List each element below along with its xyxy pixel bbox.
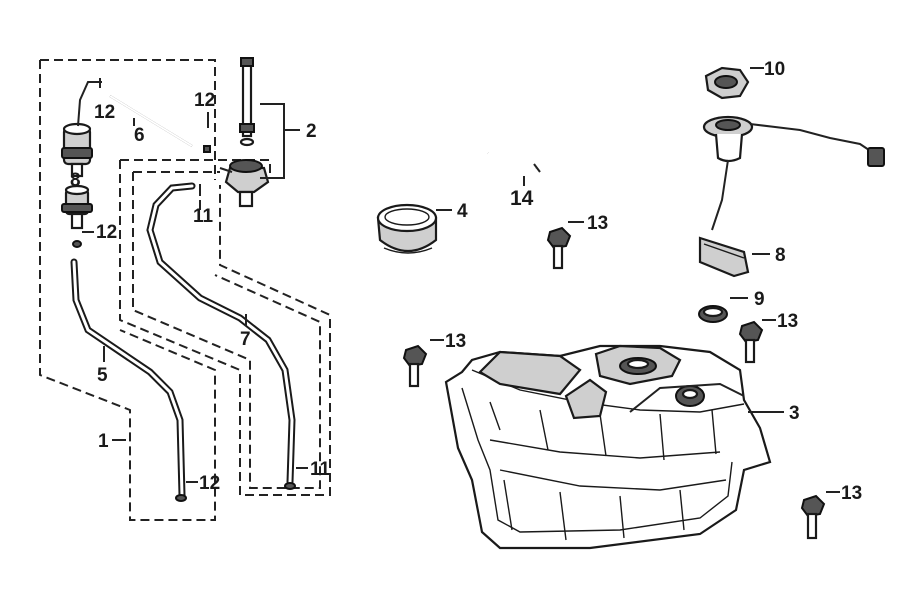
- rod-6: [109, 95, 193, 147]
- callout-8-valve: 8: [70, 170, 81, 191]
- clamp-11-bottom: [284, 482, 296, 490]
- callout-7: 7: [240, 329, 251, 350]
- callout-5: 5: [97, 365, 108, 386]
- bolt-13-right: [738, 320, 764, 364]
- bolt-13-upper: [546, 226, 572, 270]
- fuel-tank-3: [444, 344, 772, 550]
- callout-12-topleft: 12: [94, 102, 115, 123]
- callout-3: 3: [789, 403, 800, 424]
- bolt-13-left: [402, 344, 428, 388]
- leader-lines: [82, 67, 840, 493]
- clamp-12-bottom-left: [175, 494, 187, 502]
- callout-12-bottom: 12: [199, 473, 220, 494]
- callout-14: 14: [510, 187, 534, 210]
- group-outline-1: [39, 59, 216, 521]
- callout-8-sender: 8: [775, 245, 786, 266]
- callout-1: 1: [98, 431, 109, 452]
- bolt-13-bottom: [800, 494, 826, 540]
- fuel-tube-5: [70, 258, 186, 499]
- tank-cap-4: [376, 203, 438, 254]
- fuel-cock-2: [219, 57, 270, 208]
- callout-13-upper: 13: [587, 213, 608, 234]
- callout-6: 6: [134, 125, 145, 146]
- hose-small-top-left: [77, 78, 102, 127]
- filter-cap-top-left: [61, 122, 93, 178]
- callout-11-bottom: 11: [310, 459, 331, 480]
- callout-12-top: 12: [194, 90, 215, 111]
- pin-14: [487, 151, 541, 173]
- lock-ring-10: [704, 66, 750, 100]
- callout-11-top: 11: [193, 206, 214, 227]
- callout-13-bottom: 13: [841, 483, 862, 504]
- callout-10: 10: [764, 59, 785, 80]
- callout-13-left: 13: [445, 331, 466, 352]
- fuel-valve-8: [61, 184, 93, 248]
- clip-12-top: [203, 112, 211, 153]
- breather-tube-7: [146, 182, 296, 486]
- callout-4: 4: [457, 201, 468, 222]
- callout-12-valve: 12: [96, 222, 117, 243]
- group-outline-7: [119, 159, 331, 496]
- callout-2: 2: [306, 121, 317, 142]
- callout-labels: 1 2 3 4 5 6 7 8 8 9 10 11 11 12 12 12 12…: [70, 59, 862, 504]
- fuel-gauge-sender-8: [698, 115, 885, 278]
- callout-13-right: 13: [777, 311, 798, 332]
- gasket-9: [698, 305, 728, 323]
- callout-9: 9: [754, 289, 765, 310]
